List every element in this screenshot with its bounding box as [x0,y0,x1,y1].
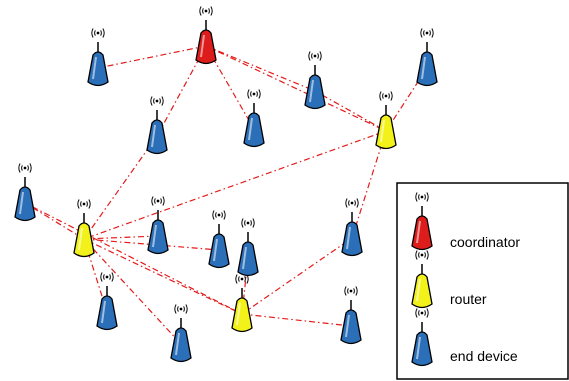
link-router-1-router-2 [83,130,387,240]
node-router-3 [231,273,253,333]
network-links [24,45,428,345]
node-end-device-12 [340,285,362,345]
node-end-device-7 [147,195,169,255]
network-nodes [14,5,438,363]
legend-label-end-device: end device [450,348,518,364]
node-router-2 [73,198,95,258]
node-end-device-6 [14,162,36,222]
legend-icon-router [411,249,433,309]
link-router-2-end-device-7 [83,235,159,240]
node-router-1 [375,90,397,150]
link-router-2-end-device-6 [24,202,85,240]
link-router-3-end-device-12 [241,313,352,327]
link-router-1-end-device-3 [314,90,387,132]
legend-label-router: router [450,291,487,307]
legend-label-coordinator: coordinator [450,234,520,250]
link-router-2-router-3 [83,238,243,315]
link-router-3-end-device-11 [241,237,353,315]
node-coordinator-1 [195,5,217,65]
end-device-icon [411,307,433,367]
link-router-2-end-device-4 [83,135,158,240]
node-end-device-2 [416,27,438,87]
node-end-device-9 [96,271,118,331]
legend: coordinator router end device [396,182,569,380]
coordinator-icon [411,191,433,251]
node-end-device-5 [243,88,265,148]
legend-icon-coordinator [411,191,433,251]
node-end-device-11 [341,197,363,257]
node-end-device-4 [146,95,168,155]
node-end-device-10 [170,303,192,363]
link-coordinator-1-end-device-3 [205,45,316,92]
node-end-device-8 [208,209,230,269]
node-end-device-3 [304,50,326,110]
link-router-3-end-device-6 [24,202,243,315]
link-router-2-end-device-10 [83,238,182,345]
link-coordinator-1-end-device-1 [97,45,207,69]
link-router-1-end-device-11 [351,130,387,239]
legend-icon-end-device [411,307,433,367]
router-icon [411,249,433,309]
node-end-device-1 [87,27,109,87]
link-coordinator-1-router-1 [205,45,387,132]
node-end-device-13 [237,217,259,277]
